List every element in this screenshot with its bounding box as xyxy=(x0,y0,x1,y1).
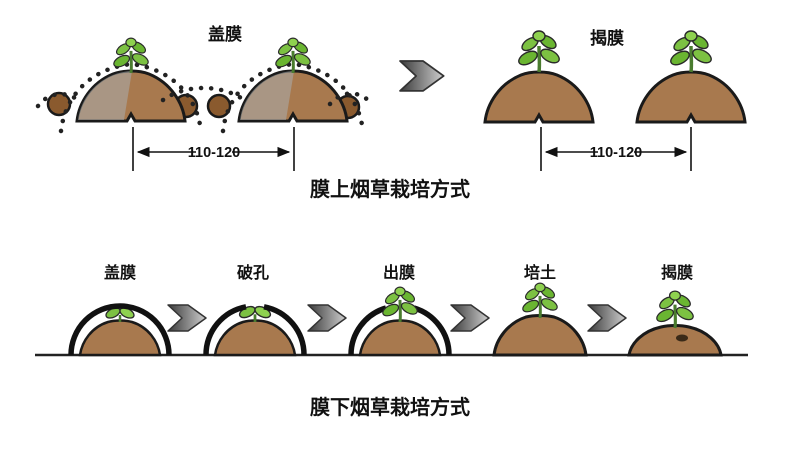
tobacco-seedling xyxy=(653,289,697,330)
soil-mound xyxy=(483,70,595,124)
stage-remove-film xyxy=(627,289,723,357)
transition-arrow-icon xyxy=(399,60,445,92)
stage-break-hole xyxy=(203,302,307,357)
stage-label-emerge: 出膜 xyxy=(383,263,415,282)
stage-arrow-icon xyxy=(167,304,207,332)
film-arch-left xyxy=(348,305,387,356)
planting-hole xyxy=(676,334,688,342)
soil-mound xyxy=(627,324,723,357)
soil-mound xyxy=(492,314,588,357)
stage-hill-soil xyxy=(492,281,588,357)
dimension-left: 110-120 xyxy=(132,127,295,171)
stage-label-remove: 揭膜 xyxy=(661,263,693,282)
tobacco-seedling xyxy=(666,29,716,74)
film-arch-left xyxy=(203,304,247,356)
stage-arrow-icon xyxy=(450,304,490,332)
uncovered-mound-1 xyxy=(483,70,595,124)
stage-label-hill-soil: 培土 xyxy=(524,263,556,282)
stage-arrow-icon xyxy=(307,304,347,332)
film-arch-right xyxy=(263,304,307,356)
stage-emerge-film xyxy=(348,285,452,357)
bottom-section: 盖膜 破孔 出膜 培土 揭膜 xyxy=(35,263,748,419)
tobacco-seedling xyxy=(519,281,561,320)
stage-cover-film xyxy=(68,303,172,357)
stage-label-break-hole: 破孔 xyxy=(237,263,269,282)
tobacco-seedling xyxy=(514,29,564,74)
film-dotted-connectors xyxy=(35,85,375,109)
soil-mound xyxy=(635,70,747,124)
soil-mound xyxy=(78,319,162,357)
stage-label-cover: 盖膜 xyxy=(104,263,136,282)
soil-mound xyxy=(213,319,297,357)
top-section: 盖膜 揭膜 xyxy=(35,24,747,201)
film-arch xyxy=(68,303,172,356)
cover-film-label: 盖膜 xyxy=(208,24,242,44)
film-arch-right xyxy=(413,305,452,356)
dimension-value: 110-120 xyxy=(188,145,240,161)
stage-arrow-icon xyxy=(587,304,627,332)
uncovered-mound-2 xyxy=(635,70,747,124)
dimension-right: 110-120 xyxy=(540,127,692,171)
tobacco-seedling xyxy=(379,285,421,324)
top-section-caption: 膜上烟草栽培方式 xyxy=(309,177,470,201)
bottom-section-caption: 膜下烟草栽培方式 xyxy=(309,395,470,419)
dimension-value: 110-120 xyxy=(590,145,642,161)
soil-mound xyxy=(358,319,442,357)
plastic-film-dotted xyxy=(160,85,247,103)
soil-clod xyxy=(206,93,232,119)
remove-film-label: 揭膜 xyxy=(590,28,624,48)
